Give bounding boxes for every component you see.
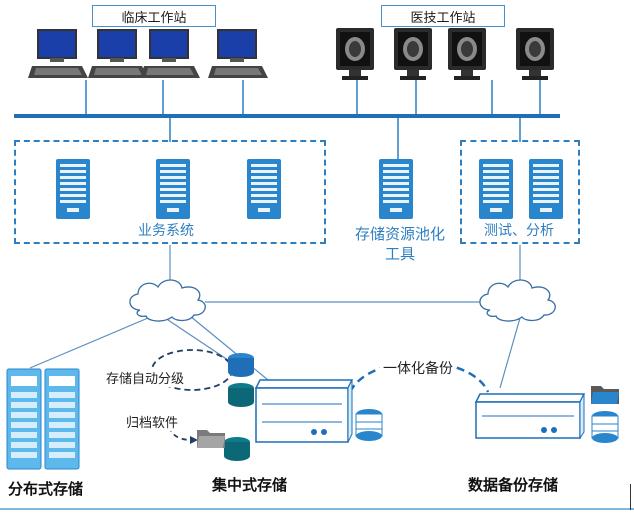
backup-storage-array-icon bbox=[474, 392, 586, 446]
database-icon bbox=[590, 410, 620, 448]
network-cloud-left bbox=[129, 279, 206, 322]
backup-storage-label: 数据备份存储 bbox=[468, 476, 559, 494]
business-system-label: 业务系统 bbox=[138, 223, 194, 239]
medtech-workstation-label: 医技工作站 bbox=[381, 5, 505, 27]
centralized-storage-label: 集中式存储 bbox=[212, 476, 288, 494]
integrated-backup-label: 一体化备份 bbox=[380, 358, 456, 378]
folder-icon bbox=[590, 382, 620, 410]
bottom-divider bbox=[0, 508, 634, 510]
server-icon bbox=[378, 158, 414, 224]
database-icon bbox=[226, 382, 256, 414]
distributed-storage-label: 分布式存储 bbox=[8, 480, 84, 498]
storage-pool-tool-label: 存储资源池化 工具 bbox=[340, 224, 460, 264]
test-analysis-group bbox=[460, 140, 580, 244]
pc-workstation-icon bbox=[140, 28, 200, 88]
distributed-storage-rack-icon bbox=[44, 368, 80, 474]
server-icon bbox=[55, 158, 91, 224]
archive-software-label: 归档软件 bbox=[124, 412, 181, 431]
auto-tiering-label: 存储自动分级 bbox=[104, 368, 187, 387]
medical-monitor-icon bbox=[392, 26, 436, 86]
server-icon bbox=[155, 158, 191, 224]
distributed-storage-rack-icon bbox=[6, 368, 42, 474]
business-system-group bbox=[14, 140, 326, 244]
server-icon bbox=[478, 158, 514, 224]
folder-icon bbox=[196, 426, 226, 454]
pc-workstation-icon bbox=[88, 28, 148, 88]
database-icon bbox=[226, 352, 256, 384]
storage-pool-tool-line1: 存储资源池化 bbox=[354, 225, 445, 243]
pc-workstation-icon bbox=[28, 28, 88, 88]
right-edge-mark bbox=[630, 484, 631, 510]
server-icon bbox=[246, 158, 282, 224]
test-analysis-label: 测试、分析 bbox=[484, 223, 554, 239]
network-cloud-right bbox=[479, 279, 556, 322]
medical-monitor-icon bbox=[446, 26, 490, 86]
server-icon bbox=[528, 158, 564, 224]
pc-workstation-icon bbox=[208, 28, 268, 88]
storage-pool-tool-line2: 工具 bbox=[384, 245, 415, 263]
database-icon bbox=[354, 408, 384, 446]
medical-monitor-icon bbox=[334, 26, 378, 86]
database-icon bbox=[222, 436, 252, 468]
centralized-storage-array-icon bbox=[252, 378, 356, 450]
clinical-workstation-label: 临床工作站 bbox=[92, 5, 216, 27]
medical-monitor-icon bbox=[514, 26, 558, 86]
